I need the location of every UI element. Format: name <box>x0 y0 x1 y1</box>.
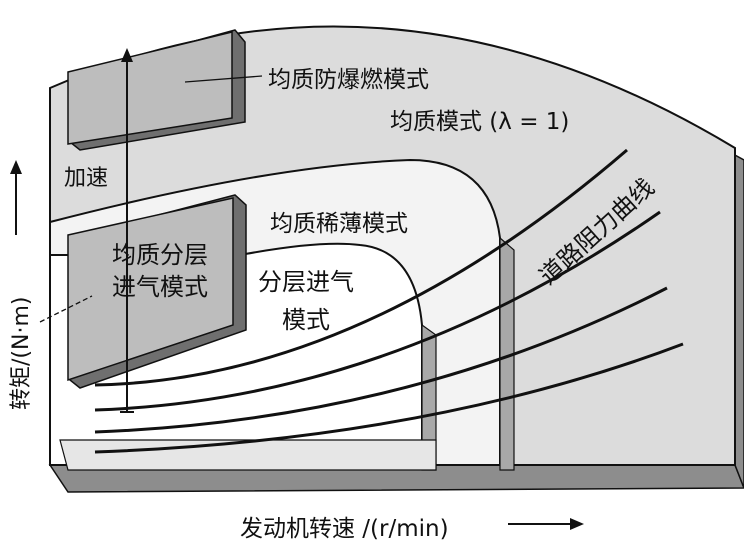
arrow-up-icon <box>10 160 22 174</box>
x-axis-label: 发动机转速 /(r/min) <box>240 516 449 542</box>
label-stratified-1: 分层进气 <box>258 268 354 296</box>
antiknock-leader <box>184 75 263 83</box>
label-homogeneous-antiknock: 均质防爆燃模式 <box>268 67 429 93</box>
label-homogeneous-lean: 均质稀薄模式 <box>270 211 408 237</box>
label-stratified-2: 模式 <box>282 306 330 334</box>
road-resistance-curve-4 <box>94 342 684 454</box>
lean-wall-side <box>499 236 515 471</box>
label-acceleration: 加速 <box>64 166 109 191</box>
arrow-right-icon <box>570 518 584 530</box>
acceleration-arrow-head <box>121 48 133 62</box>
label-homog-stratified-2: 进气模式 <box>112 273 208 301</box>
homog-stratified-block-face <box>67 197 234 382</box>
label-homog-stratified-1: 均质分层 <box>112 241 208 269</box>
label-homogeneous-lambda1: 均质模式 (λ = 1) <box>390 109 570 135</box>
homog-stratified-leader <box>39 295 93 323</box>
stratified-floor <box>59 439 437 471</box>
road-resistance-curve-3 <box>94 286 668 434</box>
road-resistance-curve-2 <box>94 210 661 412</box>
y-axis-label: 转矩/(N·m) <box>9 296 34 410</box>
antiknock-block-face <box>67 31 233 145</box>
road-resistance-curve-1 <box>94 148 628 387</box>
